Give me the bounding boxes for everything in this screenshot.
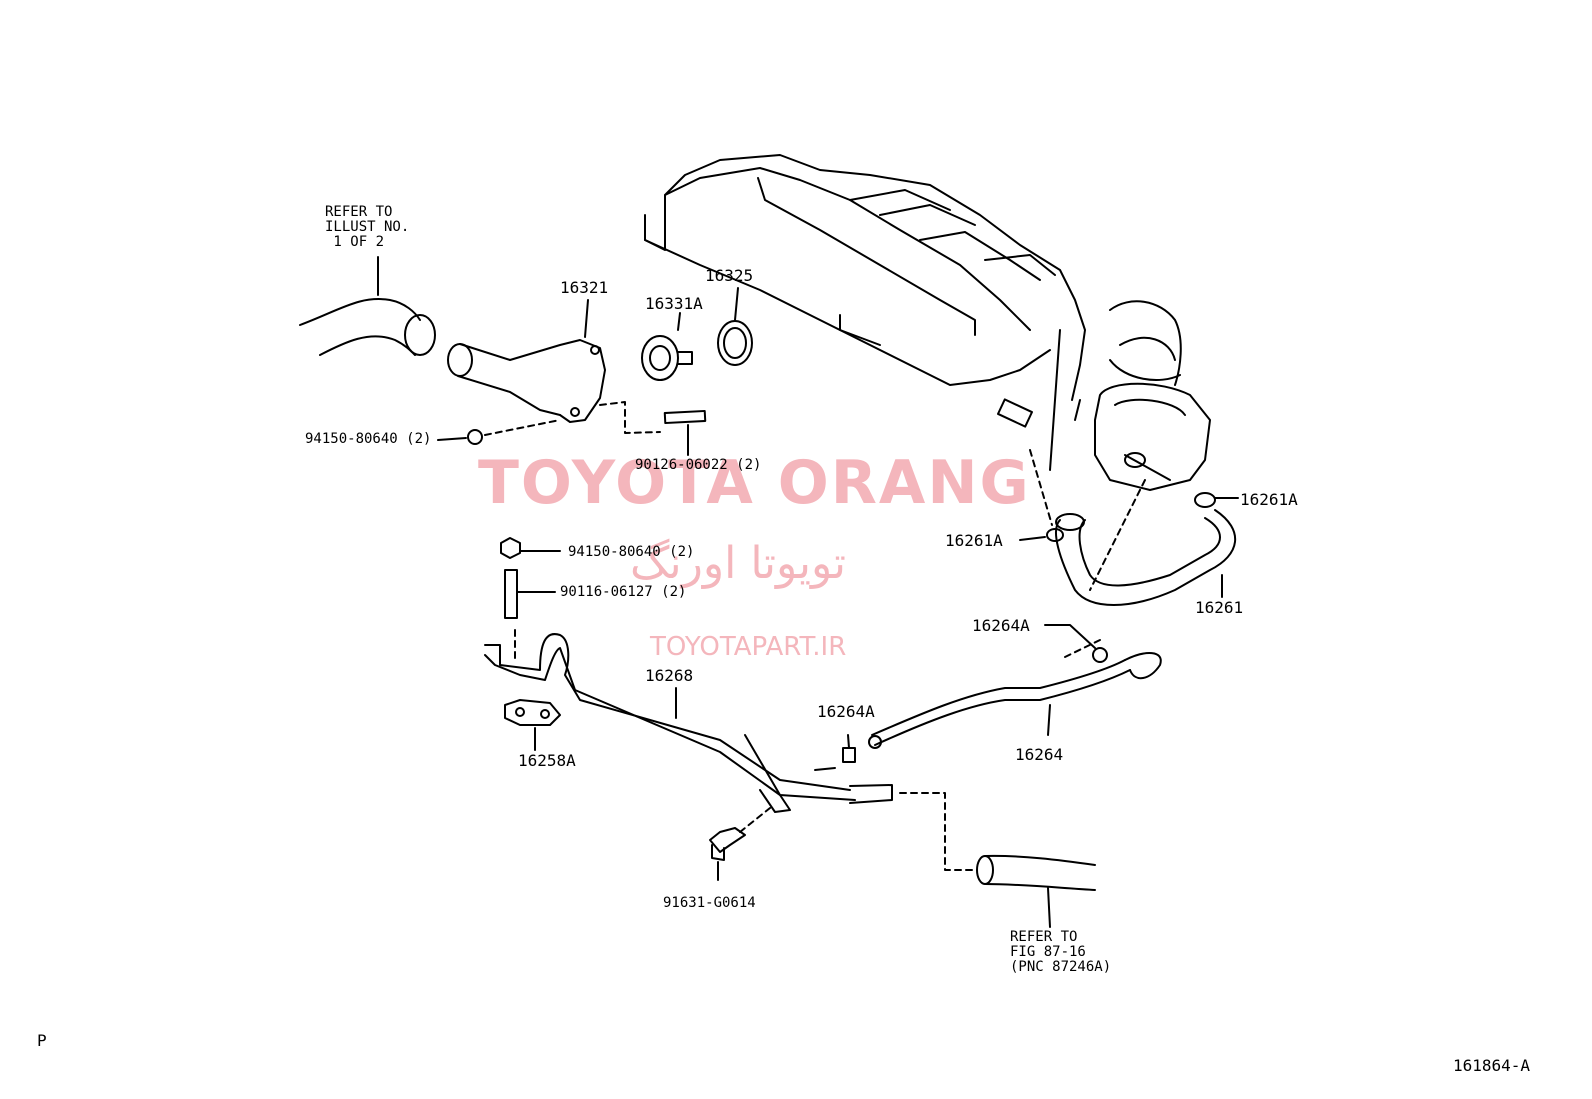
label-nut-94150-mid: 94150-80640 (2) [568, 544, 695, 560]
upper-radiator-hose [299, 256, 436, 356]
label-16261A-left: 16261A [945, 531, 1003, 550]
water-inlet-16321 [447, 299, 606, 423]
label-bolt-91631: 91631-G0614 [663, 895, 756, 911]
lower-hose [899, 792, 1096, 928]
watermark-persian: تویوتا اورنگ [630, 538, 846, 589]
label-16261: 16261 [1195, 598, 1244, 617]
hose-16261 [997, 398, 1239, 606]
label-16261A-right: 16261A [1240, 490, 1298, 509]
label-16258A: 16258A [518, 751, 576, 770]
label-16264A-lower: 16264A [817, 702, 875, 721]
mid-fasteners [500, 537, 561, 619]
inlet-fasteners [437, 401, 707, 456]
gasket-16325 [717, 287, 753, 366]
watermark-title: TOYOTA ORANG [478, 448, 1031, 518]
label-stud-90126: 90126-06022 (2) [635, 457, 762, 473]
bolt-91631 [709, 807, 771, 881]
figure-number: 161864-A [1453, 1056, 1531, 1075]
label-16321: 16321 [560, 278, 609, 297]
label-16268: 16268 [645, 666, 694, 685]
corner-code-left: P [37, 1031, 47, 1050]
label-16264: 16264 [1015, 745, 1064, 764]
engine-block-outline [644, 154, 1086, 471]
gasket-16258A [504, 699, 561, 751]
label-16331A: 16331A [645, 294, 703, 313]
refer-illust-note: REFER TO ILLUST NO. 1 OF 2 [325, 204, 410, 250]
thermostat-16331A [641, 312, 693, 381]
water-pipe-16268 [484, 629, 893, 813]
label-bolt-94150-top: 94150-80640 (2) [305, 431, 432, 447]
throttle-body [1074, 300, 1211, 491]
label-16325: 16325 [705, 266, 754, 285]
hose-16264 [842, 624, 1162, 763]
label-stud-90116: 90116-06127 (2) [560, 584, 687, 600]
watermark-url: TOYOTAPART.IR [650, 632, 847, 662]
label-16264A-upper: 16264A [972, 616, 1030, 635]
refer-fig-note: REFER TO FIG 87-16 (PNC 87246A) [1010, 929, 1112, 975]
